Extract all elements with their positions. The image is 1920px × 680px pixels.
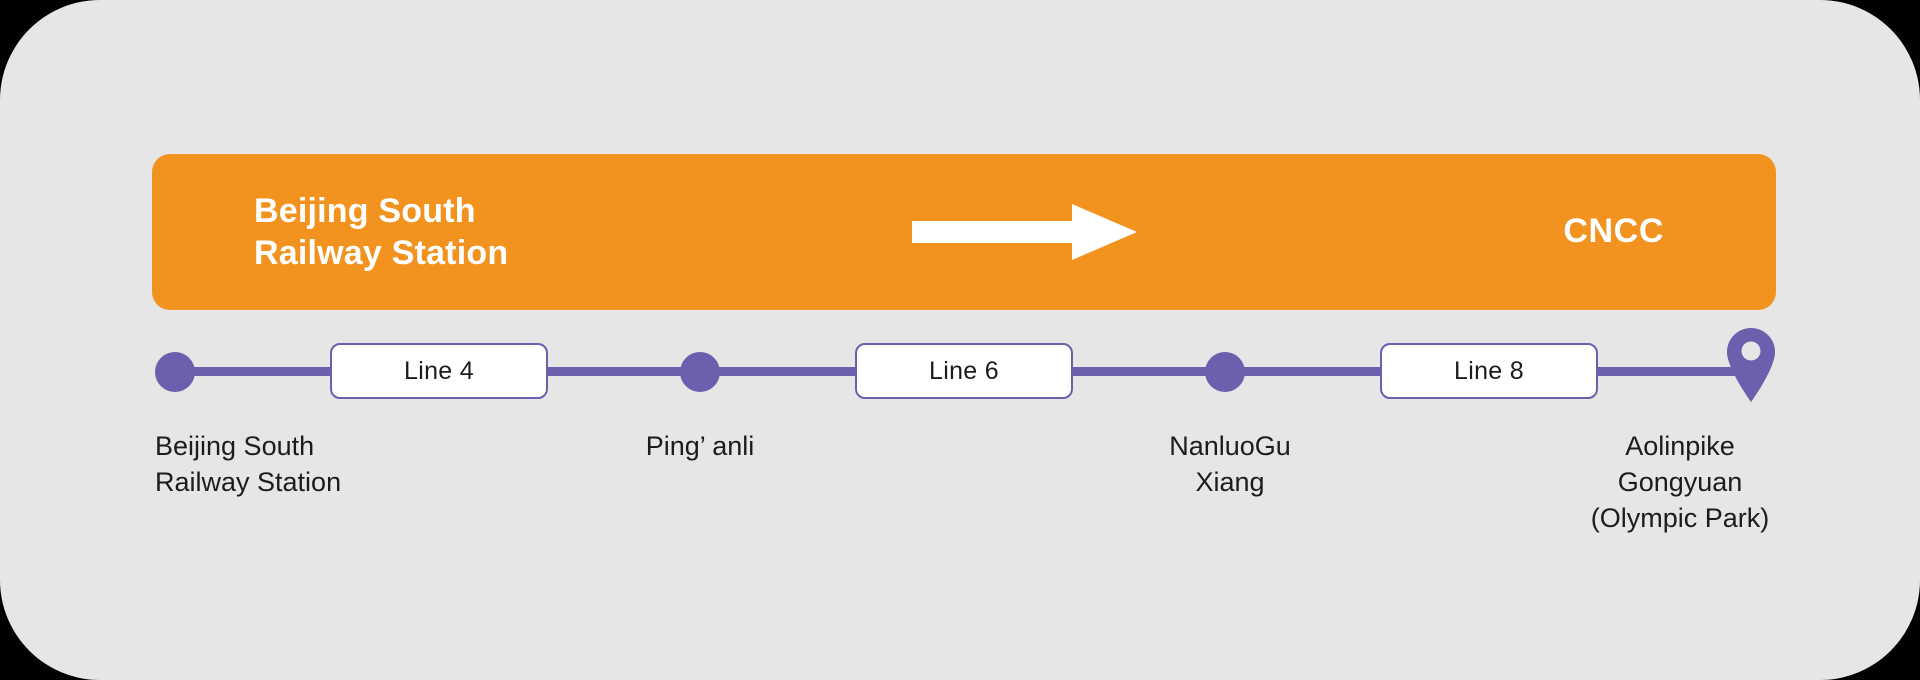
route-rail-segment <box>690 367 865 376</box>
route-rail-segment <box>1062 367 1237 376</box>
banner-destination-label: CNCC <box>1563 212 1664 250</box>
station-dot-nanluogu-xiang[interactable] <box>1205 352 1245 392</box>
station-label-beijing-south: Beijing South Railway Station <box>155 431 342 497</box>
route-banner: Beijing South Railway Station CNCC <box>152 154 1776 310</box>
route-rail-segment <box>538 367 713 376</box>
map-pin-icon[interactable] <box>1727 328 1775 402</box>
line-chip-line-8[interactable]: Line 8 <box>1380 343 1598 399</box>
station-label-aolinpike-gongyuan: Aolinpike Gongyuan (Olympic Park) <box>1590 431 1770 533</box>
line-chip-line-4[interactable]: Line 4 <box>330 343 548 399</box>
route-rail-segment <box>1587 367 1752 376</box>
station-dot-beijing-south[interactable] <box>155 352 195 392</box>
route-rail-segment <box>175 367 340 376</box>
banner-origin-label: Beijing South Railway Station <box>254 192 509 272</box>
station-label-nanluogu-xiang: NanluoGu Xiang <box>1169 431 1291 497</box>
route-rail-segment <box>1215 367 1390 376</box>
arrow-right-icon <box>912 204 1137 260</box>
line-chip-line-6[interactable]: Line 6 <box>855 343 1073 399</box>
station-dot-pinganli[interactable] <box>680 352 720 392</box>
station-label-pinganli: Ping’ anli <box>645 431 755 461</box>
